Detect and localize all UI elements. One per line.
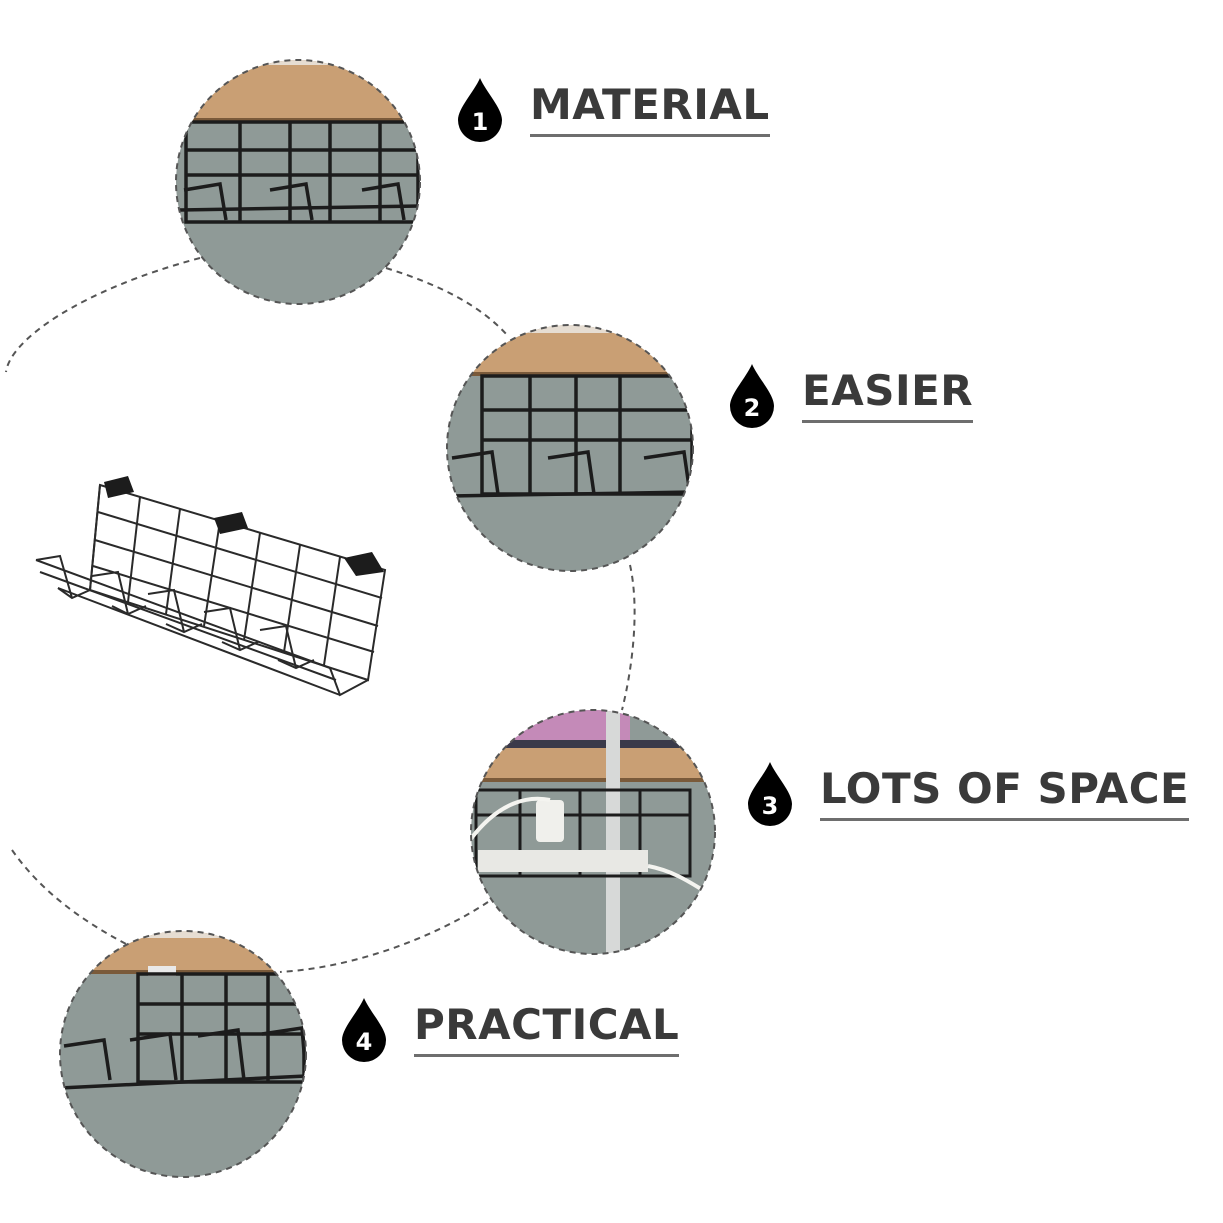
detail-photo-easier (446, 324, 694, 572)
tray-mount-clips (104, 476, 384, 576)
feature-number: 2 (744, 394, 761, 422)
dashed-connector-arc (11, 849, 129, 946)
detail-photo-material (175, 59, 421, 305)
water-drop-icon: 3 (748, 762, 792, 826)
feature-1: 1 MATERIAL (454, 76, 770, 142)
feature-label-easier: EASIER (802, 367, 974, 423)
dashed-connector-arc (621, 564, 636, 711)
dashed-connector-arc (5, 257, 201, 373)
feature-2: 2 EASIER (726, 362, 974, 428)
feature-number: 4 (356, 1028, 373, 1056)
dashed-connector-arc (279, 901, 489, 973)
dashed-connector-arc (385, 267, 509, 337)
water-drop-icon: 1 (458, 78, 502, 142)
feature-label-material: MATERIAL (530, 81, 770, 137)
feature-4: 4 PRACTICAL (338, 996, 680, 1062)
feature-number: 1 (472, 108, 489, 136)
detail-photo-practical (59, 930, 307, 1178)
water-drop-icon: 4 (342, 998, 386, 1062)
feature-label-practical: PRACTICAL (414, 1001, 680, 1057)
cable-tray-product-image (35, 483, 387, 697)
feature-label-lots-of-space: LOTS OF SPACE (820, 765, 1190, 821)
detail-photo-lots-of-space (470, 709, 716, 955)
water-drop-icon: 2 (730, 364, 774, 428)
feature-number: 3 (762, 792, 779, 820)
feature-3: 3 LOTS OF SPACE (744, 760, 1190, 826)
